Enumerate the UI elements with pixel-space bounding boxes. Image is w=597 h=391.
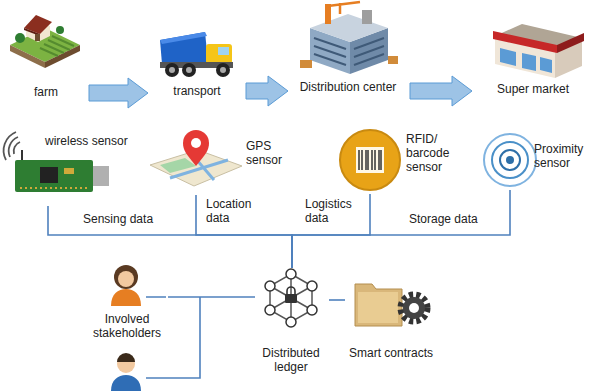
- flow-arrow: [89, 78, 148, 108]
- sensor-node: wireless sensor: [5, 128, 139, 206]
- connector-line: [196, 195, 292, 268]
- node-label: Involved stakeholders: [88, 312, 166, 340]
- contract-node: Smart contracts: [345, 268, 439, 376]
- connector: [292, 190, 510, 268]
- sensor-node: Proximity sensor: [480, 128, 594, 190]
- gps-map-icon: [150, 130, 242, 186]
- stakeholder-node: Involved stakeholders: [88, 262, 168, 391]
- distribution-center-icon: [300, 2, 398, 74]
- distribution-node: Distribution center: [290, 0, 408, 105]
- supermarket-node: Super market: [474, 12, 594, 105]
- connector: [410, 76, 472, 106]
- node-label: wireless sensor: [45, 134, 137, 148]
- node-label: Proximity sensor: [534, 142, 592, 170]
- connector-line: [292, 190, 510, 268]
- farm-icon: [10, 15, 80, 68]
- node-label: farm: [15, 85, 77, 99]
- node-label: Smart contracts: [345, 346, 437, 360]
- flow-arrow: [410, 76, 472, 106]
- data-label: Logistics data: [304, 197, 360, 225]
- connector: [292, 194, 370, 268]
- connector: [246, 76, 288, 106]
- sensor-node: GPS sensor: [148, 125, 300, 195]
- proximity-sensor-icon: [484, 134, 536, 186]
- connector-line: [329, 299, 345, 301]
- data-label: Sensing data: [82, 212, 164, 226]
- supermarket-icon: [493, 24, 584, 78]
- smart-contract-icon: [355, 284, 427, 326]
- distributed-ledger-icon: [265, 269, 317, 327]
- truck-icon: [160, 32, 233, 77]
- node-label: Distributed ledger: [255, 346, 327, 374]
- flow-arrow: [246, 76, 288, 106]
- node-label: Distribution center: [290, 80, 406, 94]
- data-label: Location data: [205, 197, 261, 225]
- connector-line: [168, 296, 255, 298]
- connector: [329, 300, 345, 301]
- node-label: Super market: [474, 82, 592, 96]
- data-label: Storage data: [408, 212, 490, 226]
- sensor-node: RFID/ barcode sensor: [336, 122, 466, 194]
- transport-node: transport: [150, 22, 244, 105]
- connector: [168, 297, 255, 298]
- connector: [89, 78, 148, 108]
- node-label: RFID/ barcode sensor: [406, 132, 464, 174]
- rfid-barcode-icon: [340, 130, 400, 190]
- node-label: GPS sensor: [246, 139, 296, 167]
- ledger-node: Distributed ledger: [255, 268, 329, 376]
- farm-node: farm: [5, 5, 87, 105]
- connector: [196, 195, 292, 268]
- connector-line: [292, 194, 370, 268]
- node-label: transport: [158, 84, 236, 98]
